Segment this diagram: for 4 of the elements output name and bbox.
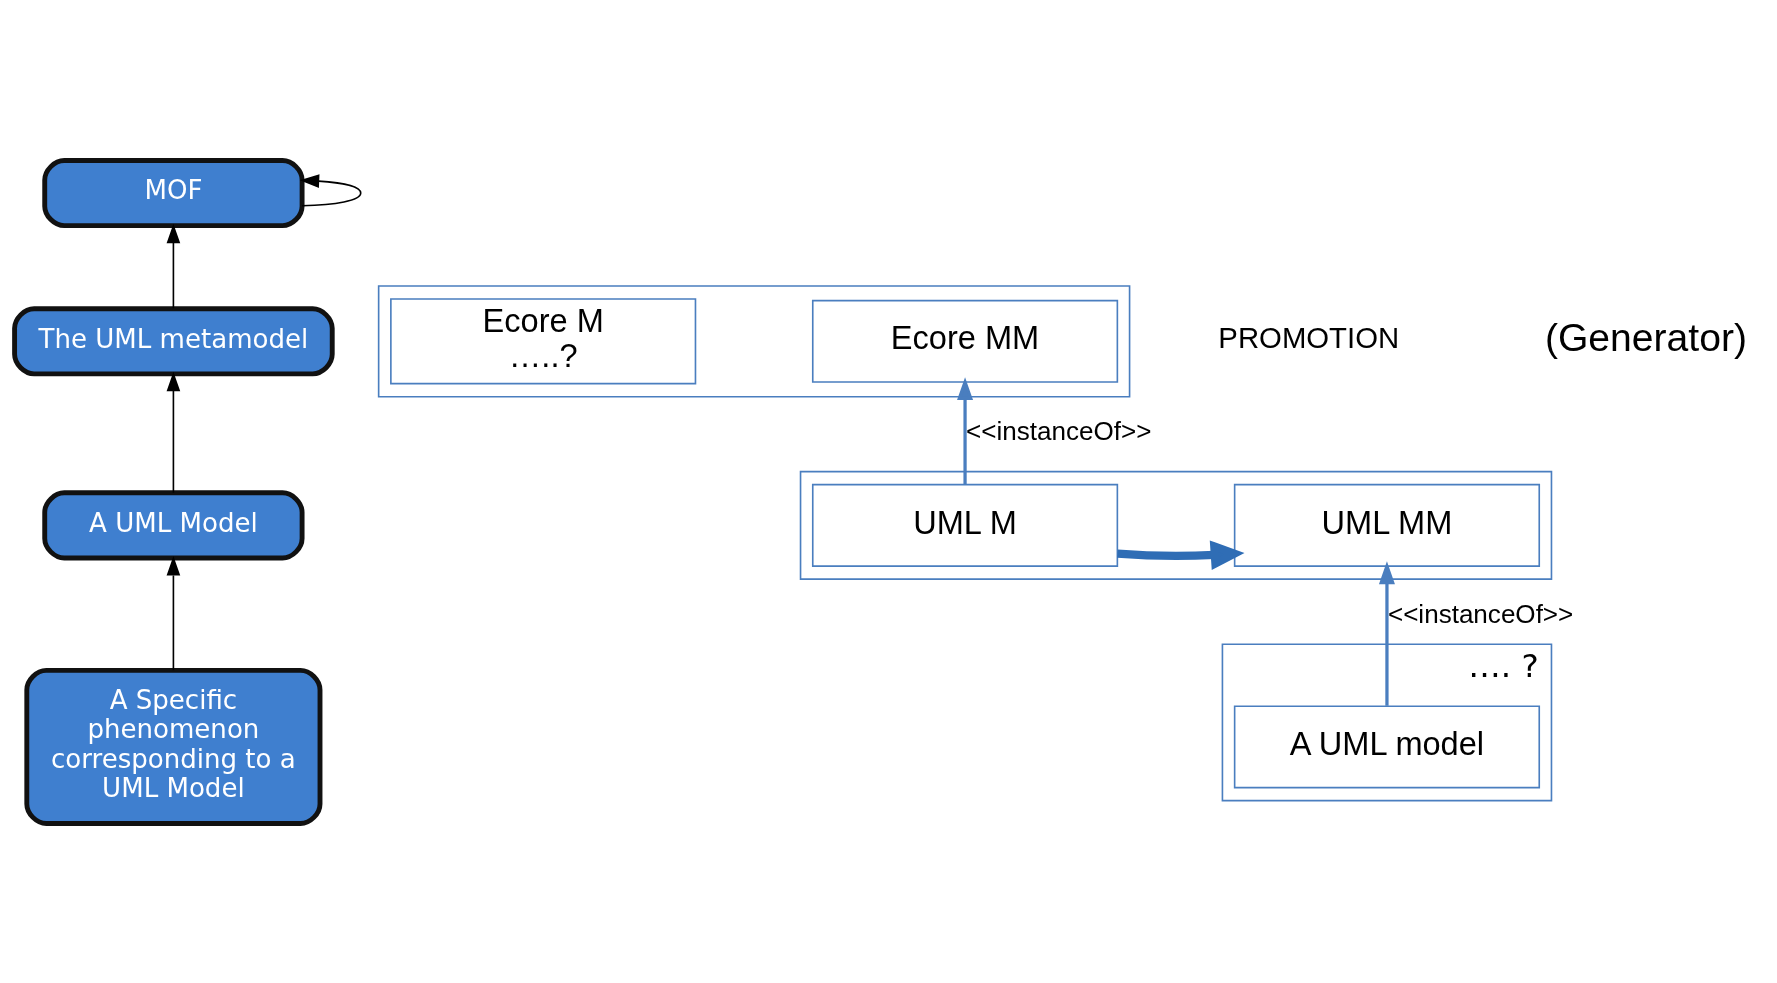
label: PROMOTION [1218, 320, 1400, 354]
edge-label: <<instanceOf>> [1387, 598, 1574, 629]
label: (Generator) [1544, 315, 1747, 359]
edge-label: <<instanceOf>> [966, 415, 1152, 446]
